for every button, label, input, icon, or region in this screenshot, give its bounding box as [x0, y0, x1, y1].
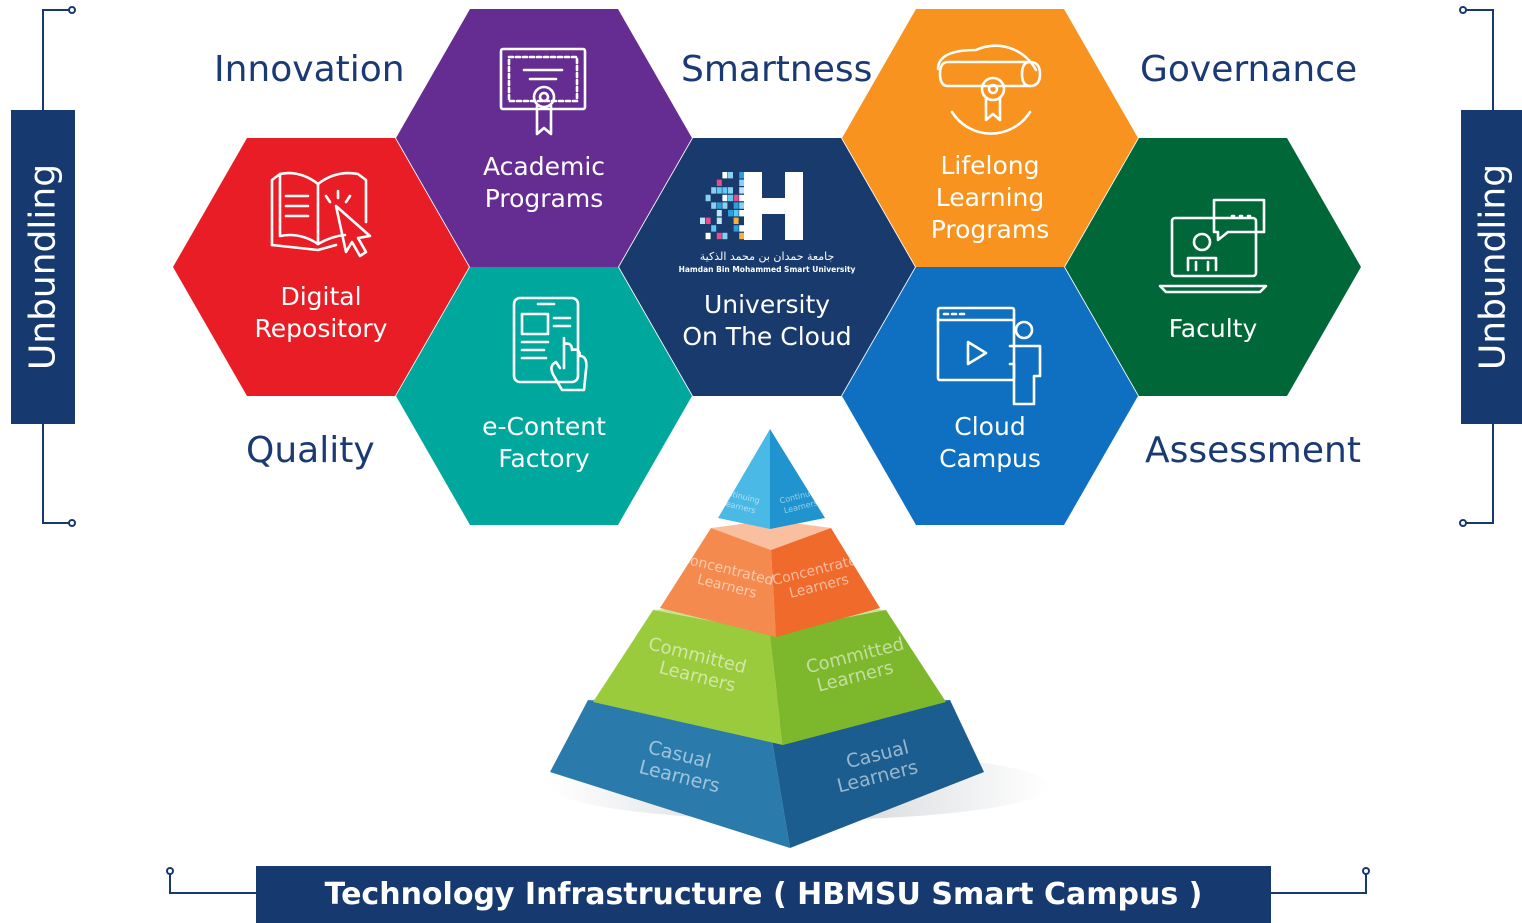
logo-pixel [722, 202, 728, 209]
learner-pyramid: CasualLearnersCasualLearnersCommittedLea… [550, 429, 984, 848]
logo-pixel [705, 217, 711, 224]
pyramid-face-right-continuing [770, 429, 825, 529]
footer-label: Technology Infrastructure ( HBMSU Smart … [324, 877, 1203, 912]
unbundling-right-label: Unbundling [1472, 163, 1514, 371]
pyramid-face-left-casual [550, 700, 790, 848]
logo-pixel [716, 217, 722, 224]
right-bracket [1459, 6, 1494, 527]
logo-arabic-text: جامعة حمدان بن محمد الذكية [700, 250, 835, 263]
logo-pixel [739, 187, 745, 194]
hexagon-label-lifelong-learning: Lifelong [940, 151, 1039, 180]
logo-pixel [739, 194, 745, 202]
logo-pixel [733, 202, 739, 209]
pyramid-top-concentrated [711, 520, 831, 550]
hexagon-shape-cloud-campus [842, 267, 1138, 525]
hexagon-shape-digital-repository [173, 138, 469, 396]
hexagon-label-academic-programs: Programs [485, 184, 604, 213]
logo-pixel [711, 202, 717, 209]
hexagon-label-digital-repository: Repository [255, 314, 388, 343]
logo-pixel [716, 202, 722, 209]
logo-pixel [716, 210, 722, 217]
diploma-scroll-icon [936, 44, 1042, 135]
logo-pixel [722, 172, 728, 179]
hexagon-label-cloud-campus: Campus [939, 444, 1041, 473]
pyramid-face-right-casual [769, 700, 984, 848]
hexagon-label-academic-programs: Academic [483, 152, 605, 181]
label-governance: Governance [1140, 49, 1358, 90]
hexagon-label-digital-repository: Digital [280, 282, 361, 311]
logo-pixel [739, 202, 745, 209]
hexagon-faculty: Faculty [1065, 138, 1361, 396]
label-quality: Quality [246, 430, 375, 471]
certificate-icon [499, 47, 587, 136]
pyramid-face-left-committed [593, 610, 783, 745]
logo-pixel [716, 232, 722, 240]
hexagon-label-faculty: Faculty [1169, 314, 1258, 343]
hexagon-shape-lifelong-learning [842, 9, 1138, 267]
logo-pixel [716, 179, 722, 186]
hexagon-shape-faculty [1065, 138, 1361, 396]
hexagon-label-lifelong-learning: Programs [931, 215, 1050, 244]
logo-pixel [733, 194, 739, 202]
left-bracket [42, 6, 76, 527]
unbundling-left-bar: Unbundling [11, 110, 75, 424]
logo-pixel [739, 232, 745, 240]
logo-pixel [722, 194, 728, 202]
logo-pixel [739, 225, 745, 232]
logo-pixel [733, 210, 739, 217]
logo-pixel [728, 172, 733, 179]
hbmsu-logo-icon [700, 172, 803, 240]
label-smartness: Smartness [681, 49, 873, 90]
pyramid-face-left-continuing [718, 429, 770, 529]
pyramid-face-right-concentrated [771, 528, 880, 637]
logo-pixel [722, 232, 728, 240]
logo-pixel [722, 187, 728, 194]
unbundling-right-bar: Unbundling [1461, 110, 1522, 424]
tablet-touch-icon [512, 296, 588, 392]
hexagon-label-cloud-campus: Cloud [954, 412, 1025, 441]
hexagon-label-e-content-factory: Factory [498, 444, 590, 473]
logo-pixel [739, 179, 745, 186]
footer-bracket [166, 867, 1370, 894]
logo-pixel [700, 217, 705, 224]
hexagon-shape-e-content-factory [396, 267, 692, 525]
book-cursor-icon [270, 171, 372, 258]
logo-pixel [733, 217, 739, 224]
pyramid-face-right-committed [769, 610, 946, 745]
laptop-teacher-icon [1158, 198, 1268, 294]
technology-infrastructure-bar: Technology Infrastructure ( HBMSU Smart … [256, 866, 1271, 923]
logo-pixel [728, 194, 733, 202]
hexagon-shape-academic-programs [396, 9, 692, 267]
logo-pixel [739, 172, 745, 179]
hexagon-label-lifelong-learning: Learning [936, 183, 1045, 212]
hexagon-label-e-content-factory: e-Content [482, 412, 606, 441]
unbundling-left-label: Unbundling [22, 163, 64, 371]
logo-english-text: Hamdan Bin Mohammed Smart University [679, 265, 856, 274]
hexagon-university-on-the-cloud: University On The Cloud [619, 138, 915, 396]
logo-pixel [705, 232, 711, 240]
logo-pixel [705, 194, 711, 202]
logo-pixel [733, 225, 739, 232]
logo-pixel [711, 187, 717, 194]
logo-pixel [716, 187, 722, 194]
logo-pixel [728, 187, 733, 194]
hexagon-label-university-on-the-cloud: On The Cloud [682, 322, 851, 351]
pyramid-face-left-concentrated [660, 528, 776, 637]
logo-pixel [728, 210, 733, 217]
hexagon-shape-university-on-the-cloud [619, 138, 915, 396]
video-presenter-icon [936, 306, 1042, 406]
logo-pixel [739, 210, 745, 217]
label-innovation: Innovation [214, 49, 405, 90]
hexagon-label-university-on-the-cloud: University [704, 290, 830, 319]
label-assessment: Assessment [1145, 430, 1361, 471]
logo-pixel [711, 225, 717, 232]
